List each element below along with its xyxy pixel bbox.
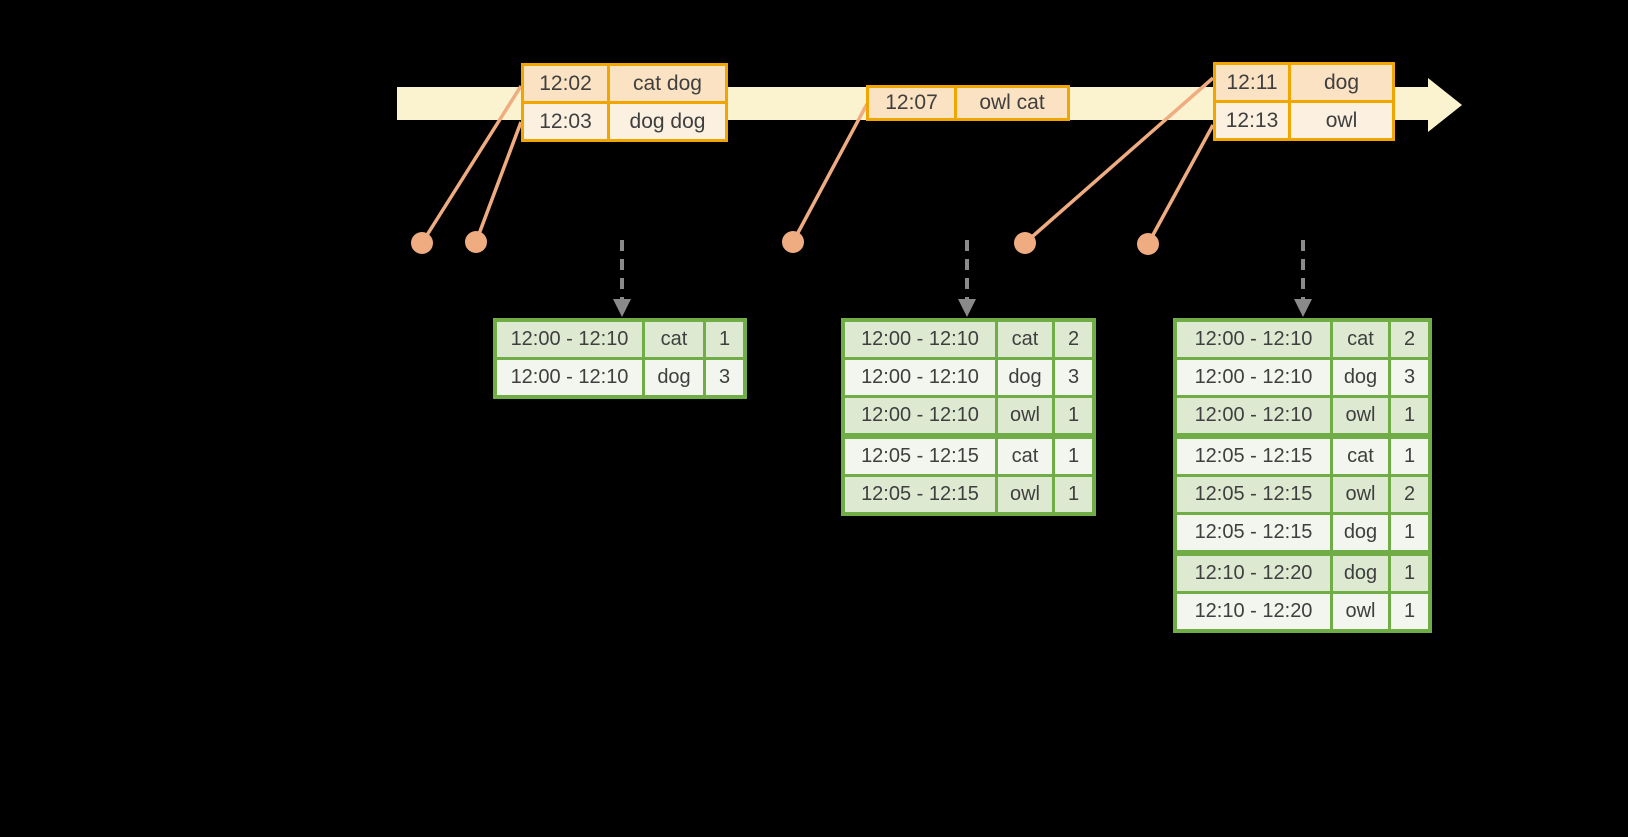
leader-line: [1023, 76, 1215, 245]
table-row: 12:00 - 12:10 dog 3: [497, 357, 743, 395]
word: owl: [998, 398, 1055, 433]
leader-line: [1146, 124, 1215, 245]
result-table-1: 12:00 - 12:10 cat 1 12:00 - 12:10 dog 3: [493, 318, 747, 399]
event-words: cat dog: [610, 66, 725, 101]
event-table-1: 12:02 cat dog 12:03 dog dog: [521, 63, 728, 142]
leader-line: [791, 103, 869, 243]
window-range: 12:00 - 12:10: [497, 322, 645, 357]
window-range: 12:00 - 12:10: [1177, 398, 1333, 433]
table-row: 12:11 dog: [1216, 65, 1392, 100]
count: 3: [706, 360, 743, 395]
count: 1: [706, 322, 743, 357]
event-dot-icon: [465, 231, 487, 253]
table-row: 12:00 - 12:10 cat 2: [1177, 322, 1428, 357]
window-range: 12:00 - 12:10: [1177, 360, 1333, 395]
table-row: 12:00 - 12:10 owl 1: [845, 395, 1092, 433]
event-time: 12:02: [524, 66, 610, 101]
count: 2: [1055, 322, 1092, 357]
count: 1: [1391, 398, 1428, 433]
word: owl: [1333, 477, 1391, 512]
event-time: 12:11: [1216, 65, 1291, 100]
result-table-3: 12:00 - 12:10 cat 2 12:00 - 12:10 dog 3 …: [1173, 318, 1432, 633]
window-range: 12:05 - 12:15: [845, 477, 998, 512]
event-words: owl cat: [957, 88, 1067, 118]
event-table-3: 12:11 dog 12:13 owl: [1213, 62, 1395, 141]
event-time: 12:03: [524, 104, 610, 139]
table-row: 12:07 owl cat: [869, 88, 1067, 118]
word: cat: [1333, 322, 1391, 357]
word: cat: [998, 439, 1055, 474]
event-dot-icon: [1137, 233, 1159, 255]
window-range: 12:05 - 12:15: [1177, 439, 1333, 474]
table-row: 12:05 - 12:15 cat 1: [1177, 433, 1428, 474]
window-range: 12:00 - 12:10: [497, 360, 645, 395]
count: 1: [1055, 477, 1092, 512]
timeline-arrowhead-icon: [1428, 78, 1462, 132]
word: cat: [1333, 439, 1391, 474]
trigger-arrows: [613, 240, 1312, 317]
word: cat: [645, 322, 706, 357]
word: dog: [1333, 360, 1391, 395]
word: dog: [645, 360, 706, 395]
count: 1: [1055, 439, 1092, 474]
event-dot-icon: [411, 232, 433, 254]
count: 2: [1391, 322, 1428, 357]
window-range: 12:05 - 12:15: [845, 439, 998, 474]
table-row: 12:05 - 12:15 owl 2: [1177, 474, 1428, 512]
event-words: owl: [1291, 103, 1392, 138]
window-range: 12:00 - 12:10: [845, 360, 998, 395]
table-row: 12:00 - 12:10 dog 3: [845, 357, 1092, 395]
count: 3: [1391, 360, 1428, 395]
table-row: 12:03 dog dog: [524, 101, 725, 139]
leader-line: [420, 85, 523, 244]
event-time: 12:13: [1216, 103, 1291, 138]
table-row: 12:05 - 12:15 owl 1: [845, 474, 1092, 512]
window-range: 12:00 - 12:10: [1177, 322, 1333, 357]
count: 1: [1391, 594, 1428, 629]
event-time: 12:07: [869, 88, 957, 118]
count: 2: [1391, 477, 1428, 512]
count: 1: [1391, 515, 1428, 550]
word: owl: [998, 477, 1055, 512]
table-row: 12:00 - 12:10 cat 2: [845, 322, 1092, 357]
event-words: dog: [1291, 65, 1392, 100]
table-row: 12:00 - 12:10 owl 1: [1177, 395, 1428, 433]
window-range: 12:00 - 12:10: [845, 322, 998, 357]
count: 1: [1391, 439, 1428, 474]
window-range: 12:05 - 12:15: [1177, 477, 1333, 512]
event-dot-icon: [782, 231, 804, 253]
table-row: 12:05 - 12:15 cat 1: [845, 433, 1092, 474]
word: dog: [998, 360, 1055, 395]
table-row: 12:02 cat dog: [524, 66, 725, 101]
word: dog: [1333, 515, 1391, 550]
event-leader-lines: [420, 76, 1215, 245]
event-words: dog dog: [610, 104, 725, 139]
word: dog: [1333, 556, 1391, 591]
down-arrowhead-icon: [613, 299, 631, 317]
event-dot-icon: [1014, 232, 1036, 254]
down-arrowhead-icon: [1294, 299, 1312, 317]
count: 1: [1055, 398, 1092, 433]
table-row: 12:10 - 12:20 owl 1: [1177, 591, 1428, 629]
word: owl: [1333, 398, 1391, 433]
window-range: 12:10 - 12:20: [1177, 556, 1333, 591]
table-row: 12:13 owl: [1216, 100, 1392, 138]
table-row: 12:10 - 12:20 dog 1: [1177, 550, 1428, 591]
event-table-2: 12:07 owl cat: [866, 85, 1070, 121]
result-table-2: 12:00 - 12:10 cat 2 12:00 - 12:10 dog 3 …: [841, 318, 1096, 516]
event-dots: [411, 231, 1159, 255]
count: 1: [1391, 556, 1428, 591]
window-range: 12:05 - 12:15: [1177, 515, 1333, 550]
window-range: 12:10 - 12:20: [1177, 594, 1333, 629]
leader-line: [474, 121, 523, 243]
down-arrowhead-icon: [958, 299, 976, 317]
table-row: 12:00 - 12:10 dog 3: [1177, 357, 1428, 395]
word: owl: [1333, 594, 1391, 629]
table-row: 12:05 - 12:15 dog 1: [1177, 512, 1428, 550]
table-row: 12:00 - 12:10 cat 1: [497, 322, 743, 357]
count: 3: [1055, 360, 1092, 395]
word: cat: [998, 322, 1055, 357]
window-range: 12:00 - 12:10: [845, 398, 998, 433]
